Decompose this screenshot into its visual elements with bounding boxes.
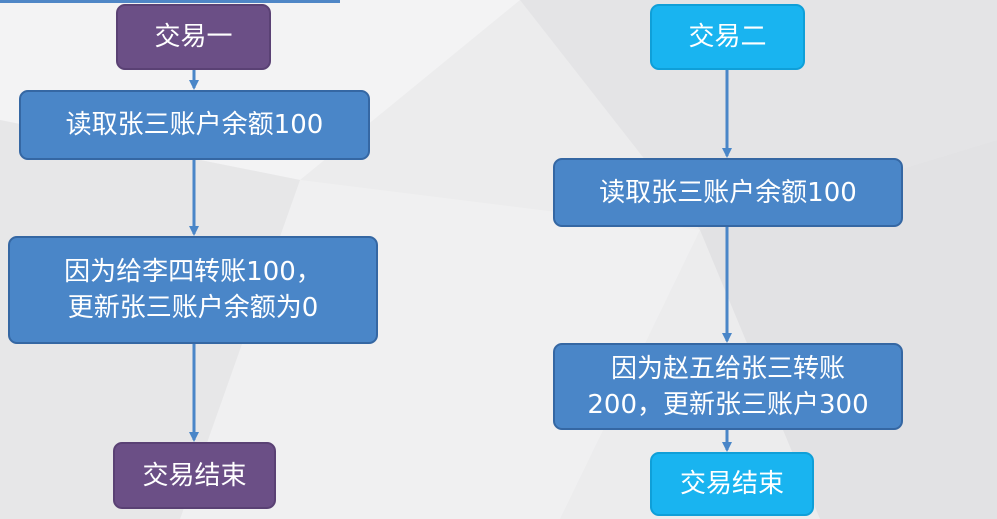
right-header-box: 交易二 (650, 4, 805, 70)
left-end-box: 交易结束 (113, 442, 276, 509)
left-step2-box: 因为给李四转账100， 更新张三账户余额为0 (8, 236, 378, 344)
left-step2-label: 因为给李四转账100， 更新张三账户余额为0 (64, 257, 322, 323)
left-step1-label: 读取张三账户余额100 (65, 110, 324, 140)
left-header-label: 交易一 (154, 22, 233, 52)
right-step1-label: 读取张三账户余额100 (599, 177, 857, 208)
left-step1-box: 读取张三账户余额100 (19, 90, 370, 160)
top-accent-bar (0, 0, 340, 3)
left-header-box: 交易一 (116, 4, 271, 70)
left-end-label: 交易结束 (142, 460, 247, 491)
right-header-label: 交易二 (688, 22, 767, 52)
right-step2-box: 因为赵五给张三转账 200，更新张三账户300 (553, 343, 903, 430)
right-end-label: 交易结束 (679, 469, 784, 499)
right-end-box: 交易结束 (650, 452, 814, 516)
right-step1-box: 读取张三账户余额100 (553, 158, 903, 227)
right-step2-label: 因为赵五给张三转账 200，更新张三账户300 (587, 353, 869, 420)
